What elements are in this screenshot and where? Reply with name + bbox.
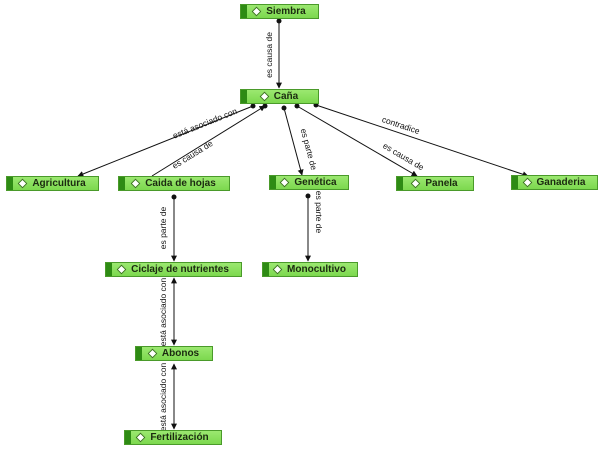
diamond-icon — [279, 177, 290, 188]
edge-genetica-monocultivo: es parte de — [305, 191, 324, 262]
node-label: Panela — [425, 178, 458, 189]
node-label: Fertilización — [150, 432, 209, 443]
edge-cana-agricultura: está asociado con — [77, 103, 256, 177]
edge-label-abonos-fertilizacion: está asociado con — [158, 362, 168, 431]
edge-label-genetica-cana: es parte de — [299, 127, 320, 171]
diamond-icon — [116, 264, 127, 275]
node-label: Ganaderia — [536, 177, 586, 188]
diamond-icon — [135, 432, 146, 443]
diamond-icon — [259, 91, 270, 102]
node-caida-de-hojas[interactable]: Caida de hojas — [118, 176, 230, 191]
edge-label-cana-ganaderia: contradice — [381, 114, 422, 136]
diamond-icon — [522, 177, 532, 188]
node-label: Abonos — [161, 348, 200, 359]
edge-caida-ciclaje: es parte de — [158, 194, 177, 262]
node-label: Genética — [294, 177, 337, 188]
diamond-icon — [251, 6, 262, 17]
node-siembra[interactable]: Siembra — [240, 4, 319, 19]
node-panela[interactable]: Panela — [396, 176, 474, 191]
edge-siembra-cana: es causa de — [264, 18, 282, 89]
edge-label-ciclaje-abonos: está asociado con — [158, 277, 168, 346]
edge-label-genetica-monocultivo: es parte de — [314, 191, 324, 234]
node-fertilizacion[interactable]: Fertilización — [124, 430, 222, 445]
diamond-icon — [130, 178, 141, 189]
edge-label-caida-ciclaje: es parte de — [158, 206, 168, 249]
diamond-icon — [147, 348, 158, 359]
node-label: Monocultivo — [287, 264, 346, 275]
edge-abonos-fertilizacion: está asociado con — [158, 362, 177, 431]
diamond-icon — [410, 178, 421, 189]
node-agricultura[interactable]: Agricultura — [6, 176, 99, 191]
node-monocultivo[interactable]: Monocultivo — [262, 262, 358, 277]
node-ganaderia[interactable]: Ganaderia — [511, 175, 598, 190]
node-cana[interactable]: Caña — [240, 89, 319, 104]
diamond-icon — [17, 178, 28, 189]
edge-label-siembra-cana: es causa de — [264, 32, 274, 78]
diamond-icon — [272, 264, 283, 275]
edge-label-cana-agricultura: está asociado con — [171, 106, 239, 141]
node-genetica[interactable]: Genética — [269, 175, 349, 190]
node-ciclaje-de-nutrientes[interactable]: Ciclaje de nutrientes — [105, 262, 242, 277]
node-label: Siembra — [266, 6, 306, 17]
edge-ciclaje-abonos: está asociado con — [158, 277, 177, 346]
node-label: Caña — [273, 91, 299, 102]
node-label: Agricultura — [32, 178, 86, 189]
node-label: Ciclaje de nutrientes — [131, 264, 229, 275]
node-abonos[interactable]: Abonos — [135, 346, 213, 361]
node-label: Caida de hojas — [145, 178, 216, 189]
edge-label-caida-cana: es causa de — [170, 138, 214, 171]
